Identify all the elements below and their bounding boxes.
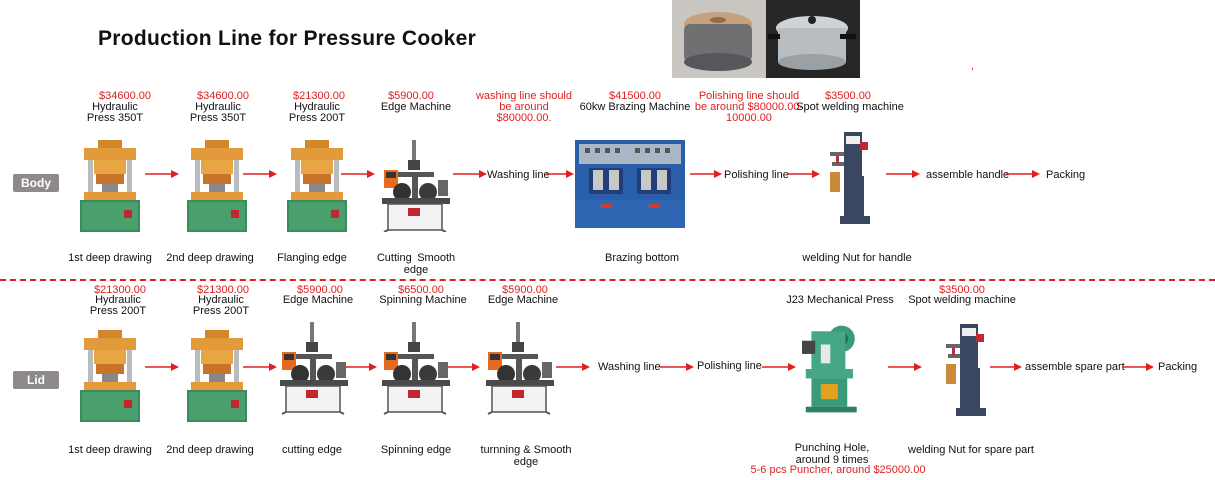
lid-puncher-price-note: 5-6 pcs Puncher, around $25000.00 [750, 464, 926, 476]
lid-step-caption-1: 1st deep drawing [68, 444, 152, 456]
body-step-caption-4: Cutting Smooth edge [376, 252, 456, 276]
brazing-machine-icon [575, 140, 685, 228]
lid-step-caption-3: cutting edge [282, 444, 342, 456]
body-polishing-price-note: Polishing line should be around $80000.0… [694, 90, 804, 124]
lid-machine-name-4: Spinning Machine [379, 294, 467, 306]
lid-machine-name-2: Hydraulic Press 200T [192, 294, 250, 317]
flow-arrow [762, 362, 796, 372]
body-step-packing: Packing [1046, 169, 1086, 181]
body-machine-name-5: 60kw Brazing Machine [579, 101, 691, 113]
body-step-caption-5: Brazing bottom [605, 252, 679, 264]
flow-arrow [453, 169, 487, 179]
section-divider [0, 279, 1215, 281]
page-title: Production Line for Pressure Cooker [98, 27, 477, 50]
flow-arrow [145, 362, 179, 372]
body-step-washing: Washing line [487, 169, 550, 181]
spot-welder-icon [946, 324, 990, 416]
body-step-caption-3: Flanging edge [277, 252, 347, 264]
flow-arrow [886, 169, 920, 179]
lid-step-caption-5: turnning & Smooth edge [480, 444, 572, 468]
body-price-5: $41500.00 [609, 90, 661, 102]
lid-machine-name-7: Spot welding machine [908, 294, 1016, 306]
hydraulic-press-icon [80, 140, 140, 232]
lid-machine-name-6: J23 Mechanical Press [786, 294, 894, 306]
body-machine-name-1: Hydraulic Press 350T [86, 101, 144, 124]
lid-price-5: $5900.00 [502, 284, 548, 296]
lid-price-3: $5900.00 [297, 284, 343, 296]
flow-arrow [145, 169, 179, 179]
lid-price-1: $21300.00 [94, 284, 146, 296]
spinning-machine-icon [378, 318, 454, 418]
flow-arrow [660, 362, 694, 372]
lid-machine-name-5: Edge Machine [487, 294, 559, 306]
hydraulic-press-icon [187, 140, 247, 232]
body-price-4: $5900.00 [388, 90, 434, 102]
lid-step-assemble: assemble spare part [1025, 361, 1125, 373]
body-price-3: $21300.00 [293, 90, 345, 102]
flow-arrow [990, 362, 1022, 372]
body-step-assemble: assemble handle [926, 169, 1010, 181]
pressure-cooker-photo [672, 0, 860, 78]
row-label-lid: Lid [13, 371, 59, 389]
body-machine-name-3: Hydraulic Press 200T [288, 101, 346, 124]
flow-arrow [341, 169, 375, 179]
flow-arrow [345, 362, 377, 372]
lid-price-7: $3500.00 [939, 284, 985, 296]
lid-step-caption-7: welding Nut for spare part [908, 444, 1034, 456]
lid-step-packing: Packing [1158, 361, 1198, 373]
hydraulic-press-icon [287, 140, 347, 232]
lid-step-polishing: Polishing line [697, 360, 762, 372]
flow-arrow [788, 169, 820, 179]
lid-machine-name-1: Hydraulic Press 200T [89, 294, 147, 317]
flow-arrow [243, 169, 277, 179]
body-price-2: $34600.00 [197, 90, 249, 102]
lid-price-2: $21300.00 [197, 284, 249, 296]
edge-machine-icon [378, 140, 454, 232]
body-price-6: $3500.00 [825, 90, 871, 102]
body-step-caption-1: 1st deep drawing [68, 252, 152, 264]
lid-step-caption-6: Punching Hole, around 9 times [794, 442, 870, 466]
hydraulic-press-icon [187, 330, 247, 422]
flow-arrow [690, 169, 722, 179]
hydraulic-press-icon [80, 330, 140, 422]
body-machine-name-4: Edge Machine [380, 101, 452, 113]
flow-arrow [556, 362, 590, 372]
body-machine-name-6: Spot welding machine [796, 101, 904, 113]
flow-arrow [546, 169, 574, 179]
body-price-1: $34600.00 [99, 90, 151, 102]
lid-price-4: $6500.00 [398, 284, 444, 296]
body-step-caption-2: 2nd deep drawing [166, 252, 254, 264]
spot-welder-icon [830, 132, 874, 224]
flow-arrow [1006, 169, 1040, 179]
lid-step-caption-2: 2nd deep drawing [166, 444, 254, 456]
flow-arrow [1122, 362, 1154, 372]
lid-step-washing: Washing line [598, 361, 661, 373]
row-label-body: Body [13, 174, 59, 192]
body-washing-price-note: washing line should be around $80000.00. [475, 90, 572, 124]
edge-machine-icon [482, 318, 558, 418]
flow-arrow [448, 362, 480, 372]
stray-mark: , [971, 60, 975, 72]
mechanical-press-icon [802, 316, 868, 422]
body-step-caption-6: welding Nut for handle [802, 252, 912, 264]
body-machine-name-2: Hydraulic Press 350T [189, 101, 247, 124]
lid-machine-name-3: Edge Machine [282, 294, 354, 306]
flow-arrow [888, 362, 922, 372]
lid-step-caption-4: Spinning edge [380, 444, 452, 456]
body-step-polishing: Polishing line [724, 169, 789, 181]
flow-arrow [243, 362, 277, 372]
edge-machine-icon [276, 318, 352, 418]
